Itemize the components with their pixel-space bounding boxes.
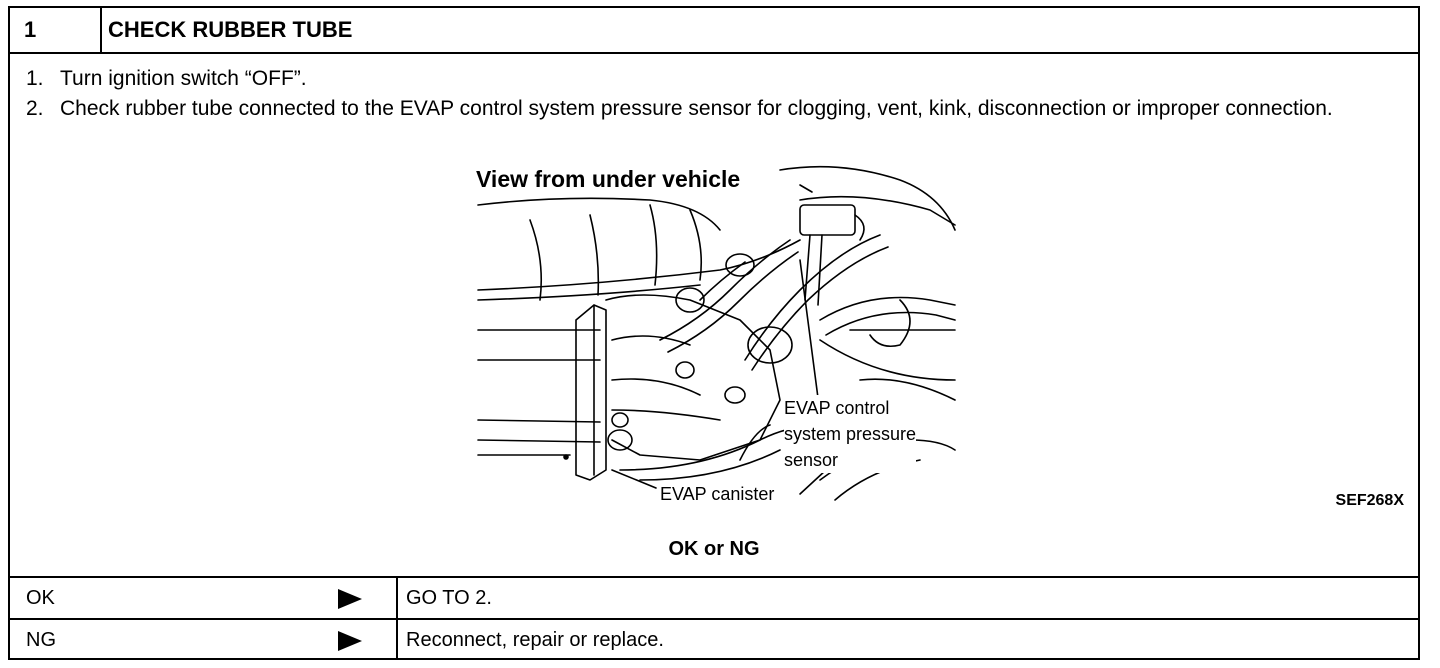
result-action: Reconnect, repair or replace.: [406, 629, 664, 651]
column-divider: [396, 578, 398, 618]
instruction-number: 2.: [26, 97, 44, 120]
right-triangle-arrow-icon: [338, 589, 362, 609]
evap-illustration: [466, 158, 958, 510]
right-triangle-arrow-icon: [338, 631, 362, 651]
instruction-text: Check rubber tube connected to the EVAP …: [60, 97, 1333, 120]
column-divider: [396, 620, 398, 660]
instruction-text: Turn ignition switch “OFF”.: [60, 67, 307, 90]
instruction-item: 1. Turn ignition switch “OFF”.: [26, 64, 1396, 94]
result-key: NG: [26, 629, 56, 651]
step-title: CHECK RUBBER TUBE: [108, 17, 353, 42]
result-row-ng: NG Reconnect, repair or replace.: [10, 618, 1418, 660]
figure-id: SEF268X: [1335, 492, 1404, 509]
result-row-ok: OK GO TO 2.: [10, 576, 1418, 618]
label-evap-canister: EVAP canister: [660, 481, 775, 507]
instruction-list: 1. Turn ignition switch “OFF”. 2. Check …: [26, 64, 1396, 124]
result-key: OK: [26, 587, 55, 609]
procedure-table: 1 CHECK RUBBER TUBE 1. Turn ignition swi…: [8, 6, 1420, 660]
verdict-label: OK or NG: [668, 538, 760, 560]
step-header: 1 CHECK RUBBER TUBE: [10, 8, 1418, 54]
instruction-number: 1.: [26, 67, 44, 90]
step-number: 1: [10, 8, 102, 52]
result-action: GO TO 2.: [406, 587, 492, 609]
label-evap-pressure-sensor: EVAP control system pressure sensor: [784, 395, 917, 473]
instruction-item: 2. Check rubber tube connected to the EV…: [26, 94, 1396, 124]
figure-title: View from under vehicle: [474, 166, 743, 193]
